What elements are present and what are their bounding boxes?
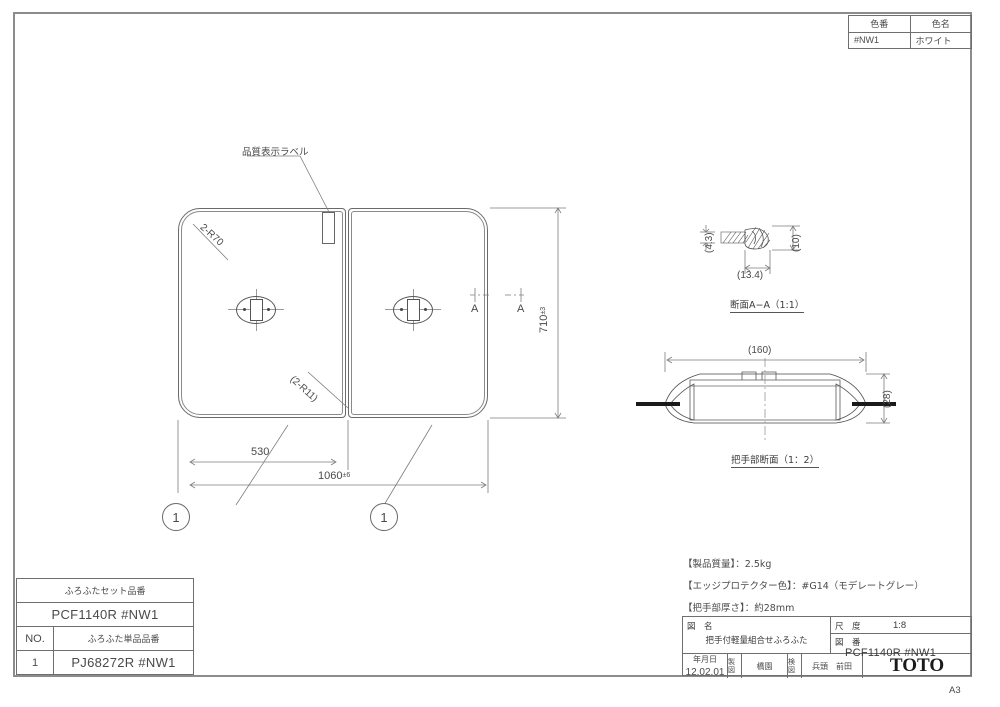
sheet-border xyxy=(13,12,972,677)
date-cell: 年月日 12.02.01 xyxy=(683,654,728,678)
lid-panel-left xyxy=(178,208,346,418)
title-block-right-column: 尺 度 1:8 図 番 PCF1140R #NW1 xyxy=(831,617,971,659)
section-mark-a-right: A xyxy=(517,303,525,315)
dim-total-width-value: 1060 xyxy=(318,470,343,482)
section-aa-caption: 断面A−A（1:1） xyxy=(730,297,805,313)
part-table-row-number: PJ68272R #NW1 xyxy=(71,655,176,670)
dim-total-width-tolerance: ±6 xyxy=(342,472,351,479)
color-code-value: #NW1 xyxy=(854,35,880,46)
color-name-value: ホワイト xyxy=(909,32,972,48)
color-table: 色番 色名 #NW1 ホワイト xyxy=(848,15,972,49)
drawing-number-value: PCF1140R #NW1 xyxy=(845,647,937,659)
handle-right-dot-b xyxy=(424,308,427,311)
note-handle-thickness: 【把手部厚さ】：約28mm xyxy=(683,603,795,614)
balloon-1-left: 1 xyxy=(162,503,190,531)
panel-right-outer-edge xyxy=(348,208,488,418)
scale-key: 尺 度 xyxy=(835,622,861,632)
color-table-header-row: 色番 色名 xyxy=(849,16,971,32)
drawing-number-key: 図 番 xyxy=(835,638,861,648)
handle-section-caption: 把手部断面（1：2） xyxy=(731,452,820,468)
sheet-size-label: A3 xyxy=(949,685,961,696)
drawing-number-cell: 図 番 PCF1140R #NW1 xyxy=(831,634,971,659)
maker-key-cell: 製図 xyxy=(728,654,742,678)
color-table-header-code: 色番 xyxy=(870,19,889,30)
maker-value-cell: 橋園 xyxy=(742,654,788,678)
handle-section-dim-height: (28) xyxy=(882,390,893,408)
dim-height-value: 710 xyxy=(538,314,550,333)
section-aa-dim-height: (10) xyxy=(791,234,802,252)
panel-right-inner-edge xyxy=(351,211,485,415)
title-block-upper: 図 名 把手付軽量組合せふろふた 尺 度 1:8 図 番 PCF1140R #N… xyxy=(683,617,971,659)
date-key: 年月日 xyxy=(693,655,717,664)
checker-key-cell: 検図 xyxy=(788,654,802,678)
company-logo-text: TOTO xyxy=(889,655,945,676)
part-table-no-header: NO. xyxy=(17,627,54,650)
part-table-set-header: ふろふたセット品番 xyxy=(64,587,146,597)
part-table-set-number: PCF1140R #NW1 xyxy=(51,607,159,622)
handle-left-slot xyxy=(250,299,263,321)
color-table-row: #NW1 ホワイト xyxy=(849,31,972,48)
part-table-single-header: ふろふた単品品番 xyxy=(87,635,160,645)
table-row: 1 PJ68272R #NW1 xyxy=(17,650,193,674)
note-edge-protector-color: 【エッジプロテクター色】：#G14（モデレートグレー） xyxy=(683,581,924,592)
title-block: 図 名 把手付軽量組合せふろふた 尺 度 1:8 図 番 PCF1140R #N… xyxy=(682,616,972,678)
balloon-1-right: 1 xyxy=(370,503,398,531)
part-table-set-header-row: ふろふたセット品番 xyxy=(17,579,193,602)
notes-block: 【製品質量】：2.5kg 【エッジプロテクター色】：#G14（モデレートグレー）… xyxy=(683,556,983,622)
section-aa-dim-width: (13.4) xyxy=(737,270,764,281)
dim-height-tolerance: ±3 xyxy=(540,306,547,315)
lid-top-view xyxy=(178,208,488,418)
section-mark-a-left: A xyxy=(471,303,479,315)
color-table-header-name: 色名 xyxy=(909,16,972,32)
handle-left-oval xyxy=(236,296,276,324)
handle-left-dot-a xyxy=(243,308,246,311)
handle-right-slot xyxy=(407,299,420,321)
scale-value: 1:8 xyxy=(893,620,907,631)
handle-left xyxy=(228,289,284,331)
scale-cell: 尺 度 1:8 xyxy=(831,617,971,634)
handle-section-dim-width: (160) xyxy=(748,345,772,356)
checker-value-cell: 兵頭 前田 xyxy=(802,654,863,678)
dim-total-width: 1060±6 xyxy=(318,470,350,482)
handle-right-dot-a xyxy=(400,308,403,311)
drawing-name-value: 把手付軽量組合せふろふた xyxy=(705,636,808,646)
company-logo: TOTO xyxy=(863,654,971,678)
note-product-weight: 【製品質量】：2.5kg xyxy=(683,559,772,570)
part-table-column-header-row: NO. ふろふた単品品番 xyxy=(17,626,193,650)
handle-right-oval xyxy=(393,296,433,324)
dim-height: 710±3 xyxy=(538,307,550,333)
quality-label-rect xyxy=(322,212,335,244)
dim-half-width: 530 xyxy=(251,446,270,458)
part-table-set-value-row: PCF1140R #NW1 xyxy=(17,602,193,626)
part-number-table: ふろふたセット品番 PCF1140R #NW1 NO. ふろふた単品品番 1 P… xyxy=(16,578,194,675)
quality-label-text: 品質表示ラベル xyxy=(242,147,309,158)
drawing-name-key: 図 名 xyxy=(687,622,713,632)
title-block-lower: 年月日 12.02.01 製図 橋園 検図 兵頭 前田 TOTO xyxy=(683,653,971,678)
date-value: 12.02.01 xyxy=(685,667,725,678)
lid-panel-right xyxy=(348,208,488,418)
part-table-row-no: 1 xyxy=(17,651,54,674)
handle-left-dot-b xyxy=(267,308,270,311)
section-aa-dim-thickness: (4.3) xyxy=(704,232,715,253)
drawing-name-cell: 図 名 把手付軽量組合せふろふた xyxy=(683,617,831,653)
handle-right xyxy=(385,289,441,331)
